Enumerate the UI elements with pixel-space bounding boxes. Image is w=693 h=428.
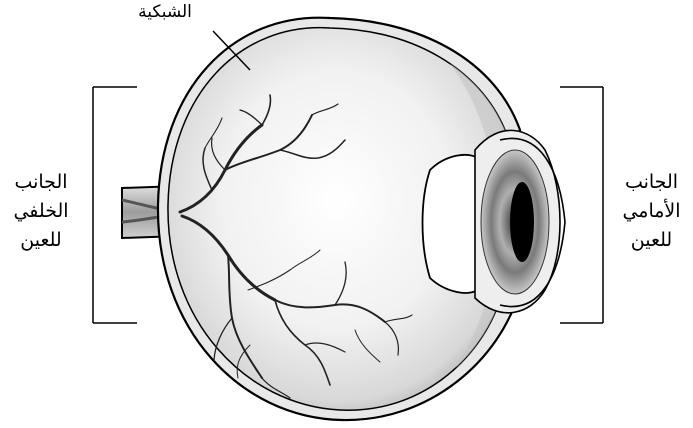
back-of-eye-label-line-2: الخلفي	[0, 197, 82, 226]
front-of-eye-label: الجانب الأمامي للعين	[610, 168, 693, 255]
front-of-eye-label-line-1: الجانب	[610, 168, 693, 197]
front-of-eye-label-line-2: الأمامي	[610, 197, 693, 226]
pupil	[510, 182, 534, 262]
retina-label: الشبكية	[110, 0, 220, 24]
back-of-eye-label-line-1: الجانب	[0, 168, 82, 197]
back-of-eye-label: الجانب الخلفي للعين	[0, 168, 82, 255]
front-of-eye-bracket	[560, 87, 603, 323]
front-of-eye-label-line-3: للعين	[610, 226, 693, 255]
back-of-eye-label-line-3: للعين	[0, 226, 82, 255]
